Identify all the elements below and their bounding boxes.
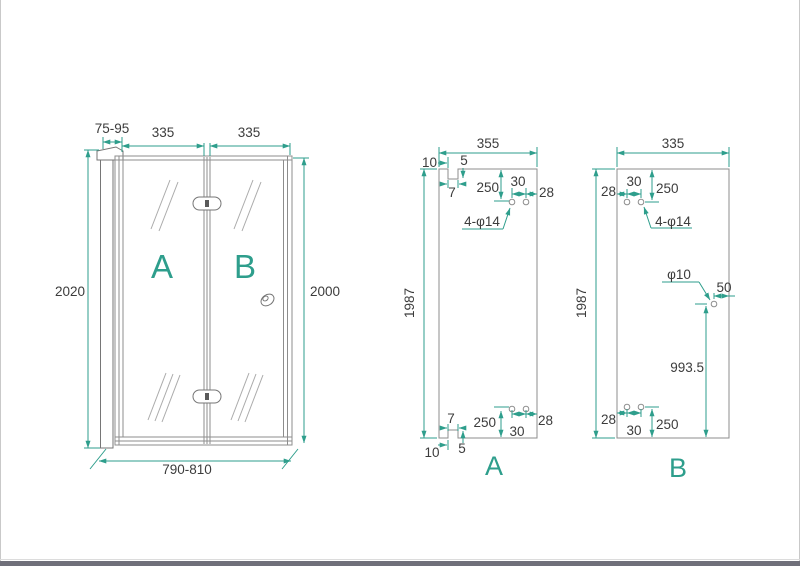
dim-height-right: 2000 [293, 157, 340, 444]
dim-a-top-notch-width-label: 7 [448, 185, 456, 200]
hinge-bottom-icon [192, 389, 222, 404]
dim-b-bottom-hole-spacing-label: 30 [626, 423, 641, 438]
dim-b-top-hole-spacing-label: 30 [626, 174, 641, 189]
dim-b-top-hole-edge-label: 28 [601, 184, 616, 199]
panel-a-outline [438, 168, 538, 439]
dim-a-top-edge-label: 10 [422, 155, 437, 170]
dim-b-bottom-hole-distance-label: 250 [656, 417, 679, 432]
dim-a-height-label: 1987 [402, 288, 417, 318]
dim-panel-a-width-label: 335 [152, 125, 175, 140]
dim-a-bottom-hole-spacing-label: 30 [509, 424, 524, 439]
panel-b-hole-bottom-right [637, 403, 645, 411]
dim-a-bottom-notch-width-label: 7 [447, 411, 455, 426]
dim-b-knob-height-label: 993.5 [670, 360, 704, 375]
dim-height-left-label: 2020 [55, 284, 85, 299]
dim-b-height: 1987 [574, 168, 615, 439]
glass-hatch-marks [147, 179, 264, 423]
dim-a-width-label: 355 [477, 136, 500, 151]
panel-a-hole-top-left [508, 198, 516, 206]
dim-height-left: 2020 [55, 149, 100, 449]
dim-a-top-holes: 250 30 28 4-φ14 [462, 169, 554, 230]
dim-total-width-label: 790-810 [162, 462, 212, 477]
door-outline [114, 155, 293, 446]
front-panel-a-letter: A [151, 248, 173, 285]
dim-a-top-notch: 10 5 7 [422, 153, 468, 200]
panel-a-view-letter: A [485, 451, 503, 481]
dim-profile-width-label: 75-95 [95, 121, 130, 136]
panel-b-hole-top-right [637, 198, 645, 206]
dim-a-top-hole-edge-label: 28 [539, 185, 554, 200]
dim-height-right-label: 2000 [310, 284, 340, 299]
panel-a-hole-top-right [522, 198, 530, 206]
dim-b-bottom-hole-edge-label: 28 [601, 412, 616, 427]
panel-b-hole-top-left [623, 198, 631, 206]
wall-profile-body [100, 159, 114, 449]
dim-total-width: 790-810 [89, 448, 299, 477]
dim-a-bottom-edge-label: 10 [424, 445, 439, 460]
dim-a-top-hole-distance-label: 250 [476, 180, 499, 195]
dim-a-top-notch-depth-label: 5 [460, 153, 468, 168]
dim-a-width: 355 [438, 136, 538, 167]
panel-b-view: 335 1987 28 30 250 4-φ14 φ10 [574, 136, 735, 483]
dim-b-bottom-holes: 28 30 250 [601, 406, 679, 438]
dim-b-height-label: 1987 [574, 288, 589, 318]
dim-b-top-hole-distance-label: 250 [656, 181, 679, 196]
panel-b-knob-hole [710, 300, 718, 308]
dim-a-bottom-notch-depth-label: 5 [458, 441, 466, 456]
panel-b-view-letter: B [669, 453, 687, 483]
dim-a-bottom-hole-distance-label: 250 [473, 415, 496, 430]
front-panel-b-letter: B [234, 248, 256, 285]
dim-b-top-holes: 28 30 250 4-φ14 [601, 169, 692, 229]
dim-b-knob-edge-label: 50 [716, 280, 731, 295]
dim-a-bottom-hole-edge-label: 28 [538, 413, 553, 428]
dim-a-hole-callout-label: 4-φ14 [464, 214, 500, 229]
dim-b-knob-hole-label: φ10 [667, 267, 691, 282]
panel-b-outline [616, 168, 730, 439]
dim-b-width-label: 335 [662, 136, 685, 151]
door-knob-icon [260, 293, 275, 307]
dim-panel-b-width-label: 335 [238, 125, 261, 140]
panel-a-view: 355 1987 10 5 7 250 [402, 136, 554, 481]
dim-a-height: 1987 [402, 168, 437, 439]
dim-a-bottom-holes: 250 30 28 [473, 406, 553, 439]
panel-b-hole-bottom-left [623, 403, 631, 411]
dim-b-width: 335 [616, 136, 730, 167]
dim-panel-a-width: 335 [121, 125, 205, 156]
dim-b-knob-hole: φ10 50 993.5 [662, 267, 735, 438]
dim-panel-b-width: 335 [209, 125, 291, 156]
dim-a-top-hole-spacing-label: 30 [510, 174, 525, 189]
dim-a-bottom-notch: 7 5 10 [424, 411, 467, 460]
dim-b-hole-callout-label: 4-φ14 [655, 214, 691, 229]
hinge-top-icon [192, 196, 222, 211]
footer-bar [0, 561, 800, 566]
front-view: A B 75-95 335 335 2020 [55, 121, 340, 477]
